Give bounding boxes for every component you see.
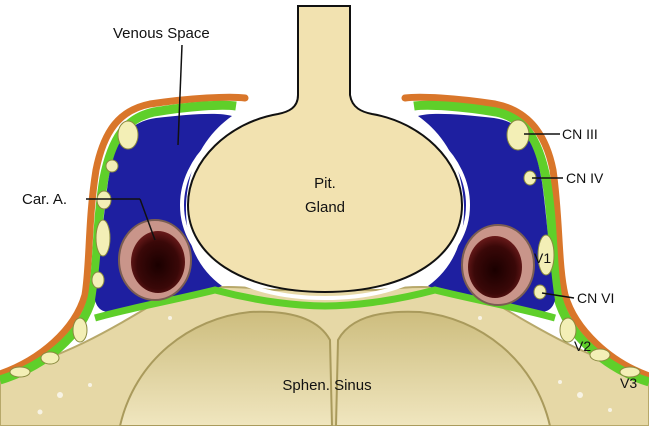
label-v1: V1 bbox=[534, 250, 551, 266]
pituitary-gland bbox=[188, 6, 462, 292]
label-v3: V3 bbox=[620, 375, 637, 391]
carotid-artery-left bbox=[119, 220, 191, 300]
label-pituitary-1: Pit. bbox=[314, 175, 336, 192]
label-pituitary-2: Gland bbox=[305, 199, 345, 216]
label-cn4: CN IV bbox=[566, 170, 604, 186]
cn6-nerve bbox=[534, 285, 546, 299]
carotid-artery-right bbox=[462, 225, 534, 305]
cn3-nerve bbox=[507, 120, 529, 150]
label-v2: V2 bbox=[574, 338, 591, 354]
label-carotid-artery: Car. A. bbox=[22, 191, 67, 208]
label-cn6: CN VI bbox=[577, 290, 614, 306]
label-venous-space: Venous Space bbox=[113, 25, 210, 42]
label-sphenoid-sinus: Sphen. Sinus bbox=[282, 377, 371, 394]
label-cn3: CN III bbox=[562, 126, 598, 142]
